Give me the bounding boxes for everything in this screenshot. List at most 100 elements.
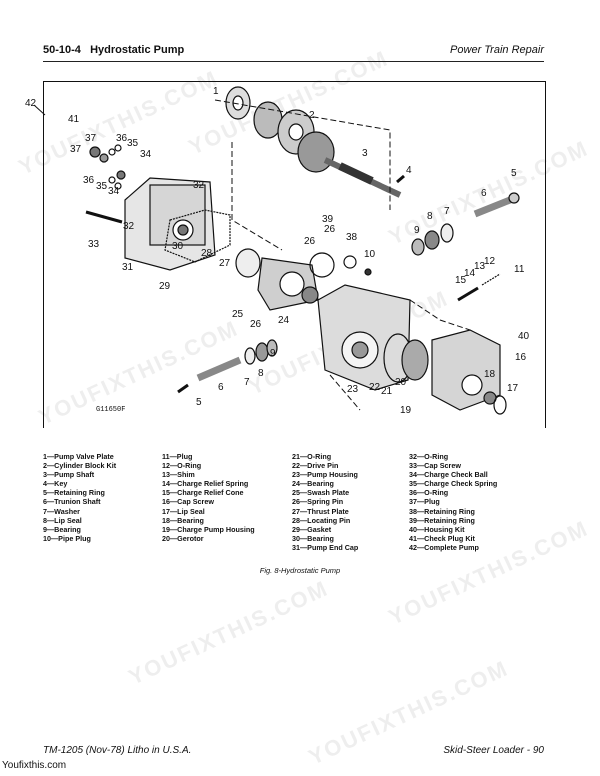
legend-item: 2—Cylinder Block Kit: [43, 461, 117, 471]
callout: 4: [406, 165, 412, 176]
callout: 27: [219, 258, 231, 269]
callout: 7: [244, 377, 250, 388]
legend-item: 28—Locating Pin: [292, 515, 351, 525]
legend-item: 9—Bearing: [43, 524, 81, 534]
legend-item: 31—Pump End Cap: [292, 542, 359, 552]
callout: 35: [127, 138, 139, 149]
callout: 21: [381, 386, 393, 397]
diagram-callouts: 1 2 3 4 5 6 7 8 9 10 11 12 13 14 15 16 1…: [25, 86, 530, 416]
callout: 36: [116, 133, 128, 144]
callout: 17: [507, 383, 519, 394]
callout: 30: [172, 241, 184, 252]
legend-item: 23—Pump Housing: [292, 470, 358, 480]
trunion-shaft: [473, 196, 512, 218]
legend-item: 30—Bearing: [292, 533, 334, 543]
legend-item: 34—Charge Check Ball: [409, 470, 488, 480]
callout: 15: [455, 275, 467, 286]
callout: 12: [484, 256, 496, 267]
legend-item: 3—Pump Shaft: [43, 470, 95, 480]
legend-item: 42—Complete Pump: [409, 542, 479, 552]
legend-item: 41—Check Plug Kit: [409, 533, 475, 543]
callout: 23: [347, 384, 359, 395]
legend-item: 13—Shim: [162, 470, 195, 480]
legend-item: 33—Cap Screw: [409, 461, 461, 471]
exploded-diagram: 1 2 3 4 5 6 7 8 9 10 11 12 13 14 15 16 1…: [25, 86, 530, 416]
callout: 6: [481, 188, 487, 199]
callout: 19: [400, 405, 412, 416]
callout: 35: [96, 181, 108, 192]
callout: 9: [414, 225, 420, 236]
chapter-title: Power Train Repair: [450, 44, 544, 56]
callout: 20: [395, 377, 407, 388]
callout: 13: [474, 261, 486, 272]
legend-item: 25—Swash Plate: [292, 488, 350, 498]
footer-page: Skid-Steer Loader - 90: [443, 745, 544, 756]
section-title: Hydrostatic Pump: [90, 44, 185, 56]
callout: 26: [250, 319, 262, 330]
callout: 34: [140, 149, 152, 160]
legend-item: 7—Washer: [43, 506, 80, 516]
legend-item: 19—Charge Pump Housing: [162, 524, 255, 534]
legend-column-4: 32—O-Ring 33—Cap Screw 34—Charge Check B…: [409, 452, 497, 552]
section-header: 50-10-4 Hydrostatic Pump: [43, 44, 184, 56]
callout: 8: [258, 368, 264, 379]
legend-item: 18—Bearing: [162, 515, 204, 525]
watermark: YOUFIXTHIS.COM: [124, 575, 333, 690]
legend-item: 4—Key: [43, 479, 68, 489]
section-number: 50-10-4: [43, 44, 81, 56]
callout: 6: [218, 382, 224, 393]
legend-item: 15—Charge Relief Cone: [162, 488, 244, 498]
legend-item: 22—Drive Pin: [292, 461, 339, 471]
legend-item: 1—Pump Valve Plate: [43, 452, 114, 461]
legend-item: 38—Retaining Ring: [409, 506, 475, 516]
footer-publication: TM-1205 (Nov-78) Litho in U.S.A.: [43, 745, 192, 756]
gerotor: [401, 339, 429, 381]
legend-item: 10—Pipe Plug: [43, 533, 91, 543]
figure-caption: Fig. 8-Hydrostatic Pump: [259, 566, 341, 575]
callout: 1: [213, 86, 219, 97]
callout: 9: [270, 348, 276, 359]
legend-item: 14—Charge Relief Spring: [162, 479, 249, 489]
callout: 25: [232, 309, 244, 320]
legend-item: 40—Housing Kit: [409, 524, 465, 534]
legend-item: 37—Plug: [409, 497, 440, 507]
callout: 11: [514, 264, 525, 275]
callout: 42: [25, 98, 37, 109]
legend-item: 32—O-Ring: [409, 452, 449, 461]
callout: 37: [70, 144, 82, 155]
legend-item: 5—Retaining Ring: [43, 488, 105, 498]
callout: 32: [123, 221, 135, 232]
legend-item: 29—Gasket: [292, 524, 332, 534]
gear: [297, 131, 335, 173]
callout: 29: [159, 281, 171, 292]
cap-screw: [85, 210, 123, 224]
legend-item: 26—Spring Pin: [292, 497, 344, 507]
legend-item: 8—Lip Seal: [43, 515, 82, 525]
diagram-parts: [33, 86, 520, 415]
callout: 14: [464, 268, 476, 279]
figure-frame: [43, 81, 546, 428]
legend-item: 20—Gerotor: [162, 533, 204, 543]
legend-item: 12—O-Ring: [162, 461, 202, 471]
callout: 32: [193, 180, 205, 191]
callout: 40: [518, 331, 530, 342]
legend-item: 17—Lip Seal: [162, 506, 205, 516]
callout: 37: [85, 133, 97, 144]
callout: 33: [88, 239, 100, 250]
source-credit: Youfixthis.com: [2, 760, 67, 771]
callout: 24: [278, 315, 290, 326]
legend-column-3: 21—O-Ring 22—Drive Pin 23—Pump Housing 2…: [292, 452, 358, 552]
callout: 31: [122, 262, 134, 273]
callout: 28: [201, 248, 213, 259]
callout: 38: [346, 232, 358, 243]
header-rule: [43, 61, 544, 62]
legend-item: 39—Retaining Ring: [409, 515, 475, 525]
legend-item: 21—O-Ring: [292, 452, 332, 461]
legend-item: 16—Cap Screw: [162, 497, 214, 507]
callout: 22: [369, 382, 381, 393]
legend-item: 11—Plug: [162, 452, 193, 461]
callout: 41: [68, 114, 80, 125]
callout: 36: [83, 175, 95, 186]
legend-item: 27—Thrust Plate: [292, 506, 349, 516]
callout: 3: [362, 148, 368, 159]
